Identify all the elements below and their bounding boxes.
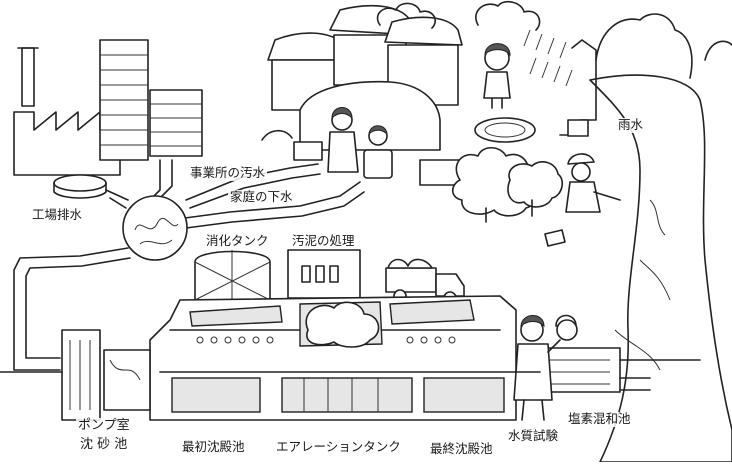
truck — [385, 258, 465, 305]
label-water-quality-test: 水質試験 — [506, 428, 561, 444]
river — [589, 74, 732, 463]
pump-room — [61, 329, 151, 421]
label-final-settling-tank: 最終沈殿池 — [428, 441, 495, 457]
manhole — [474, 117, 536, 143]
treatment-plant — [149, 295, 517, 421]
trees — [451, 146, 564, 223]
worker-figure — [565, 153, 621, 213]
sludge-building — [287, 249, 361, 299]
houses — [261, 4, 471, 186]
label-digester-tank: 消化タンク — [204, 233, 271, 249]
label-chlorine-mixing-tank: 塩素混和池 — [566, 411, 633, 427]
factory — [13, 39, 203, 199]
hill-right — [704, 40, 732, 61]
boy-figure — [363, 125, 393, 179]
can — [544, 229, 566, 247]
label-sludge-treatment: 汚泥の処理 — [290, 233, 357, 249]
label-office-sewage: 事業所の汚水 — [188, 165, 268, 181]
trunk-sewer — [13, 247, 129, 371]
label-household-sewage: 家庭の下水 — [228, 189, 295, 205]
girl-figure — [483, 43, 511, 109]
label-pump-room: ポンプ室 — [76, 418, 132, 433]
label-primary-settling-tank: 最初沈殿池 — [180, 439, 247, 455]
chlorine-tank — [539, 314, 651, 393]
hill-left — [595, 13, 693, 79]
sewer-junction — [122, 195, 188, 261]
label-rainwater: 雨水 — [616, 117, 646, 133]
label-factory-wastewater: 工場排水 — [30, 207, 85, 223]
label-grit-chamber: 沈 砂 池 — [78, 437, 130, 452]
rain-gutter — [559, 39, 597, 137]
clouds — [376, 0, 541, 31]
label-aeration-tank: エアレーションタンク — [274, 439, 403, 455]
woman-figure — [293, 107, 359, 173]
digester-tank — [194, 250, 271, 301]
rain — [523, 29, 573, 87]
